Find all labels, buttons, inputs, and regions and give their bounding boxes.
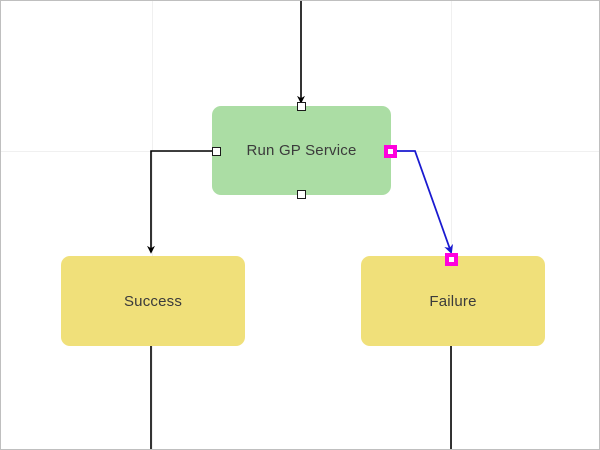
- node-label-run-gp-service: Run GP Service: [246, 142, 357, 159]
- grid-line-vertical: [152, 1, 153, 449]
- edge-run-gp-service-to-success[interactable]: [147, 150, 212, 254]
- node-failure[interactable]: Failure: [361, 256, 545, 346]
- connection-handle-failure-top-selected[interactable]: [444, 252, 458, 266]
- edge-run-gp-service-to-failure[interactable]: [395, 150, 453, 255]
- connection-handle-run-gp-service-right-selected[interactable]: [383, 144, 397, 158]
- connection-handle-run-gp-service-left[interactable]: [211, 146, 221, 156]
- node-label-failure: Failure: [429, 292, 477, 310]
- connection-handle-run-gp-service-bottom[interactable]: [296, 189, 306, 199]
- connection-handle-run-gp-service-top[interactable]: [296, 101, 306, 111]
- node-success[interactable]: Success: [61, 256, 245, 346]
- grid-line-vertical: [451, 1, 452, 449]
- node-label-success: Success: [123, 292, 183, 310]
- node-run-gp-service[interactable]: Run GP Service: [212, 106, 391, 195]
